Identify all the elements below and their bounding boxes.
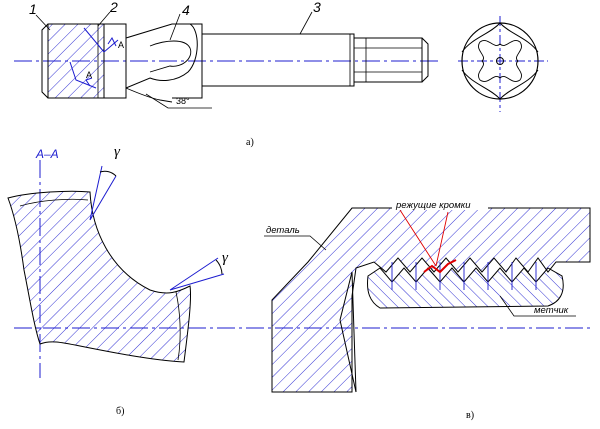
tap-helical-flute (125, 23, 198, 89)
tap-side-view: A A 1 2 4 3 38° а) (14, 0, 440, 148)
rake-angle-upper-symbol: γ (114, 144, 121, 160)
tap-tooth-lines (391, 262, 537, 290)
hole-chamfer (339, 271, 357, 393)
cutting-edges (423, 259, 457, 274)
tap-square-end (353, 37, 423, 83)
angle-leader (145, 93, 212, 109)
section-mark-lower: A (86, 70, 92, 80)
tap-flute-transition (125, 87, 173, 103)
section-profile-edge-line (175, 291, 181, 361)
part-leaders (35, 11, 313, 41)
tap-square-chamfer (421, 37, 429, 83)
tapping-view: режущие кромки деталь метчик в) (262, 196, 591, 421)
tap-label: метчик (534, 305, 569, 316)
rake-angle-lower-symbol: γ (222, 250, 229, 266)
section-profile-inner-line (19, 198, 89, 207)
section-mark-upper: A (118, 40, 124, 50)
hole-wall (351, 271, 357, 393)
cutting-edges-label-bg (392, 196, 488, 210)
end-view-center-hole (496, 57, 504, 65)
tap-label-leader (499, 295, 576, 317)
end-view-core (478, 40, 522, 82)
tap-chamfer (41, 23, 49, 99)
workpiece-label: деталь (266, 225, 300, 236)
rake-angle-upper-arc (99, 170, 117, 177)
tap-end-view (458, 16, 548, 112)
workpiece-section (271, 207, 591, 393)
section-aa-view: γ γ A–A б) (7, 144, 590, 417)
angle-label: 38° (176, 96, 190, 106)
part-label-3: 3 (313, 0, 321, 15)
tap-working-part-hatched (47, 23, 105, 99)
section-title: A–A (35, 147, 59, 161)
tap-flute-inner (149, 40, 192, 73)
section-tooth-profile (7, 190, 192, 363)
caption-a: а) (246, 137, 254, 148)
end-view-flutes (461, 22, 539, 100)
part-label-1: 1 (29, 1, 37, 17)
tap-section (367, 267, 564, 309)
workpiece-leader (264, 235, 327, 251)
caption-v: в) (466, 410, 474, 421)
rake-angle-lower-lines (169, 257, 225, 291)
caption-b: б) (116, 406, 124, 417)
rake-angle-upper-lines (89, 165, 117, 221)
cutting-edges-leader (399, 209, 449, 267)
tap-shank (201, 33, 355, 87)
cutting-edges-label: режущие кромки (395, 200, 471, 211)
rake-angle-lower-arc (215, 259, 223, 275)
section-cut-marks (69, 27, 119, 89)
workpiece-label-bg (262, 222, 314, 236)
part-label-2: 2 (109, 0, 118, 15)
part-label-4: 4 (182, 2, 190, 18)
